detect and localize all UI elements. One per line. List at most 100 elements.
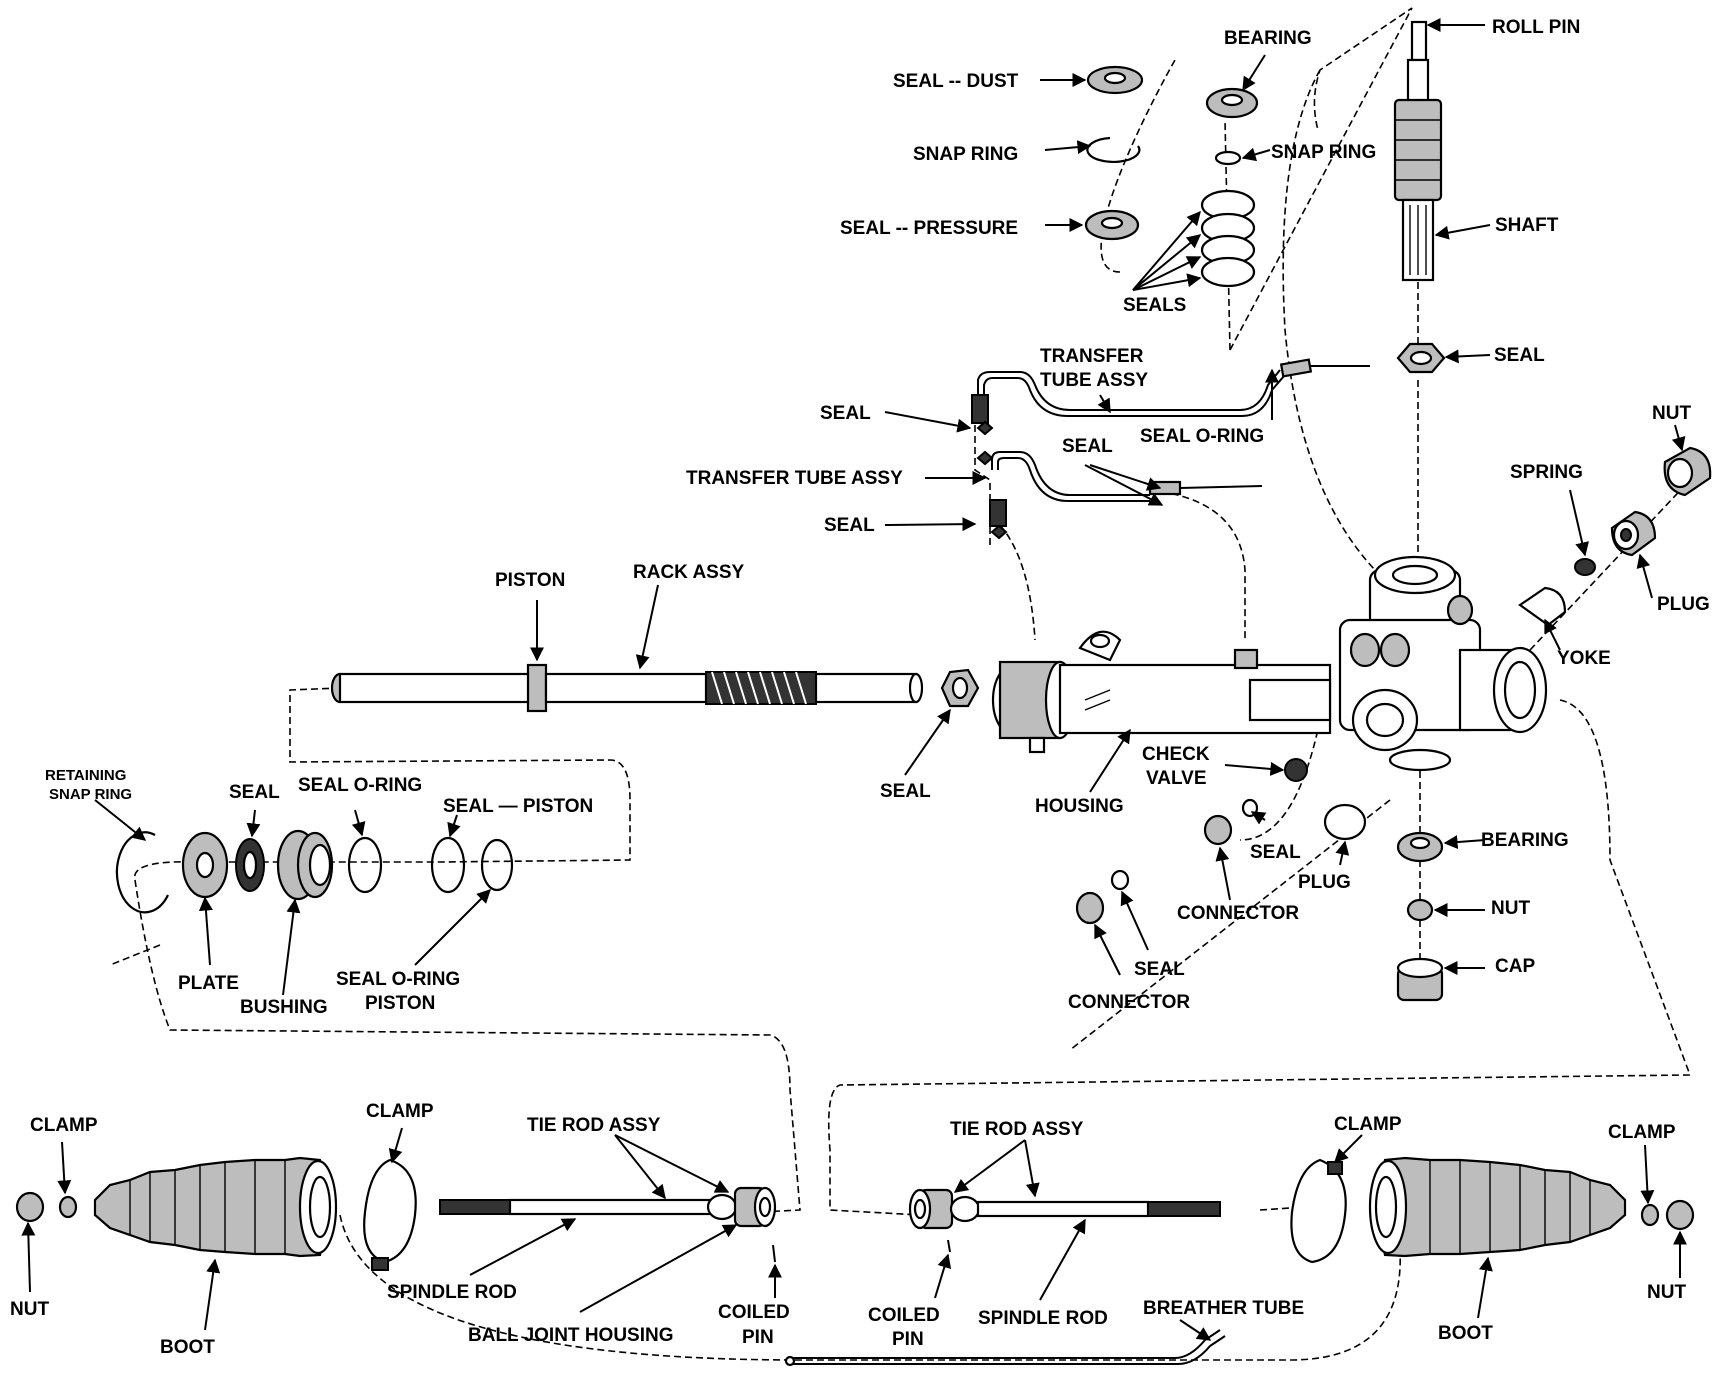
label-rack-assy: RACK ASSY <box>633 562 745 583</box>
piston-seal-part <box>430 836 466 894</box>
small-seal-part <box>235 838 265 892</box>
label-housing: HOUSING <box>1035 796 1124 817</box>
top-bearing-part <box>1205 87 1259 119</box>
right-boot-part <box>1368 1156 1627 1258</box>
left-boot-part <box>93 1156 338 1258</box>
label-bearing-top: BEARING <box>1224 28 1312 49</box>
label-clamp-right-outer: CLAMP <box>1608 1122 1676 1143</box>
label-coiled-pin-left-1: COILED <box>718 1302 790 1323</box>
label-plate: PLATE <box>178 973 239 994</box>
label-clamp-right-inner: CLAMP <box>1334 1114 1402 1135</box>
connector-upper-part <box>1203 798 1259 846</box>
lower-bearing-part <box>1396 831 1444 863</box>
label-seal-pinion: SEAL <box>1494 345 1545 366</box>
label-breather-tube: BREATHER TUBE <box>1143 1298 1304 1319</box>
bushing-part <box>276 829 334 901</box>
label-roll-pin: ROLL PIN <box>1492 17 1580 38</box>
label-nut-right: NUT <box>1647 1282 1686 1303</box>
spring-part <box>1574 558 1596 576</box>
label-coiled-pin-right-2: PIN <box>892 1329 924 1350</box>
label-retaining-snap-ring-1: RETAINING <box>45 767 126 784</box>
label-plug-right: PLUG <box>1657 594 1710 615</box>
label-seal-o-ring-small: SEAL O-RING <box>298 775 422 796</box>
right-outer-nut-part <box>1665 1199 1695 1231</box>
right-tie-rod-part <box>908 1188 1221 1230</box>
label-seal-mid: SEAL <box>1062 436 1113 457</box>
plate-part <box>181 831 229 899</box>
housing-part <box>991 630 1332 754</box>
label-spindle-rod-left: SPINDLE ROD <box>387 1282 517 1303</box>
left-outer-clamp-part <box>58 1195 78 1219</box>
pressure-seal-part <box>1084 209 1140 241</box>
transfer-tube-seals-part <box>976 420 1008 540</box>
label-seal-connector-upper: SEAL <box>1250 842 1301 863</box>
label-transfer-tube-lower: TRANSFER TUBE ASSY <box>686 468 903 489</box>
label-seal-dust: SEAL -- DUST <box>893 71 1019 92</box>
rack-seal-part <box>940 668 980 708</box>
label-nut-top-right: NUT <box>1652 403 1691 424</box>
label-spindle-rod-right: SPINDLE ROD <box>978 1308 1108 1329</box>
connector-lower-part <box>1075 869 1130 925</box>
label-yoke: YOKE <box>1557 648 1611 669</box>
label-seal-small: SEAL <box>229 782 280 803</box>
label-retaining-snap-ring-2: SNAP RING <box>49 786 132 803</box>
dust-seal-part <box>1086 65 1144 95</box>
label-bearing-lower: BEARING <box>1481 830 1569 851</box>
label-snap-ring-right: SNAP RING <box>1271 142 1376 163</box>
label-clamp-left-inner: CLAMP <box>366 1101 434 1122</box>
lock-nut-part <box>1663 446 1712 497</box>
plug-lower-part <box>1323 803 1367 841</box>
small-snap-ring-part <box>1214 150 1242 166</box>
label-coiled-pin-right-1: COILED <box>868 1305 940 1326</box>
rack-assembly-part <box>330 663 924 713</box>
label-seals: SEALS <box>1123 295 1186 316</box>
label-seal-connector-lower: SEAL <box>1134 959 1185 980</box>
label-seal-piston: SEAL — PISTON <box>443 796 593 817</box>
label-clamp-left-outer: CLAMP <box>30 1115 98 1136</box>
label-transfer-tube-upper-2: TUBE ASSY <box>1040 370 1148 391</box>
label-seal-o-ring-piston-1: SEAL O-RING <box>336 969 460 990</box>
label-nut-left: NUT <box>10 1299 49 1320</box>
label-shaft: SHAFT <box>1495 215 1559 236</box>
right-coiled-pin-part <box>947 1239 951 1253</box>
right-inner-clamp-part <box>1290 1158 1347 1264</box>
label-seal-o-ring-upper: SEAL O-RING <box>1140 426 1264 447</box>
label-cap: CAP <box>1495 956 1535 977</box>
label-seal-pressure: SEAL -- PRESSURE <box>840 218 1018 239</box>
label-check-valve-1: CHECK <box>1142 744 1210 765</box>
label-coiled-pin-left-2: PIN <box>742 1327 774 1348</box>
right-outer-clamp-part <box>1640 1203 1660 1227</box>
snap-ring-left-part <box>1086 136 1141 163</box>
label-tie-rod-assy-left: TIE ROD ASSY <box>527 1115 661 1136</box>
yoke-part <box>1518 586 1567 627</box>
input-shaft-part <box>1393 20 1443 282</box>
label-bushing: BUSHING <box>240 997 328 1018</box>
label-connector-upper: CONNECTOR <box>1177 903 1299 924</box>
label-tie-rod-assy-right: TIE ROD ASSY <box>950 1119 1084 1140</box>
small-o-ring-part <box>347 836 383 894</box>
label-spring: SPRING <box>1510 462 1583 483</box>
lower-nut-part <box>1406 898 1434 922</box>
label-boot-right: BOOT <box>1438 1323 1493 1344</box>
valve-body-part <box>1338 555 1548 772</box>
pinion-seal-part <box>1396 342 1446 374</box>
check-valve-part <box>1284 758 1308 782</box>
label-seal-o-ring-piston-2: PISTON <box>365 993 435 1014</box>
label-boot-left: BOOT <box>160 1337 215 1358</box>
label-ball-joint-housing: BALL JOINT HOUSING <box>468 1325 674 1346</box>
labels: BEARING ROLL PIN SEAL -- DUST SNAP RING … <box>10 17 1710 1358</box>
transfer-tube-upper-part <box>971 358 1370 424</box>
label-plug-lower: PLUG <box>1298 872 1351 893</box>
label-seal-rack: SEAL <box>880 781 931 802</box>
seals-stack-part <box>1200 189 1256 288</box>
label-check-valve-2: VALVE <box>1146 768 1207 789</box>
transfer-tube-lower-part <box>989 451 1263 527</box>
left-outer-nut-part <box>15 1191 45 1223</box>
label-connector-lower: CONNECTOR <box>1068 992 1190 1013</box>
label-transfer-tube-upper-1: TRANSFER <box>1040 346 1144 367</box>
retaining-snap-ring-part <box>115 831 169 914</box>
left-coiled-pin-part <box>772 1244 776 1263</box>
label-piston: PISTON <box>495 570 565 591</box>
label-nut-lower: NUT <box>1491 898 1530 919</box>
